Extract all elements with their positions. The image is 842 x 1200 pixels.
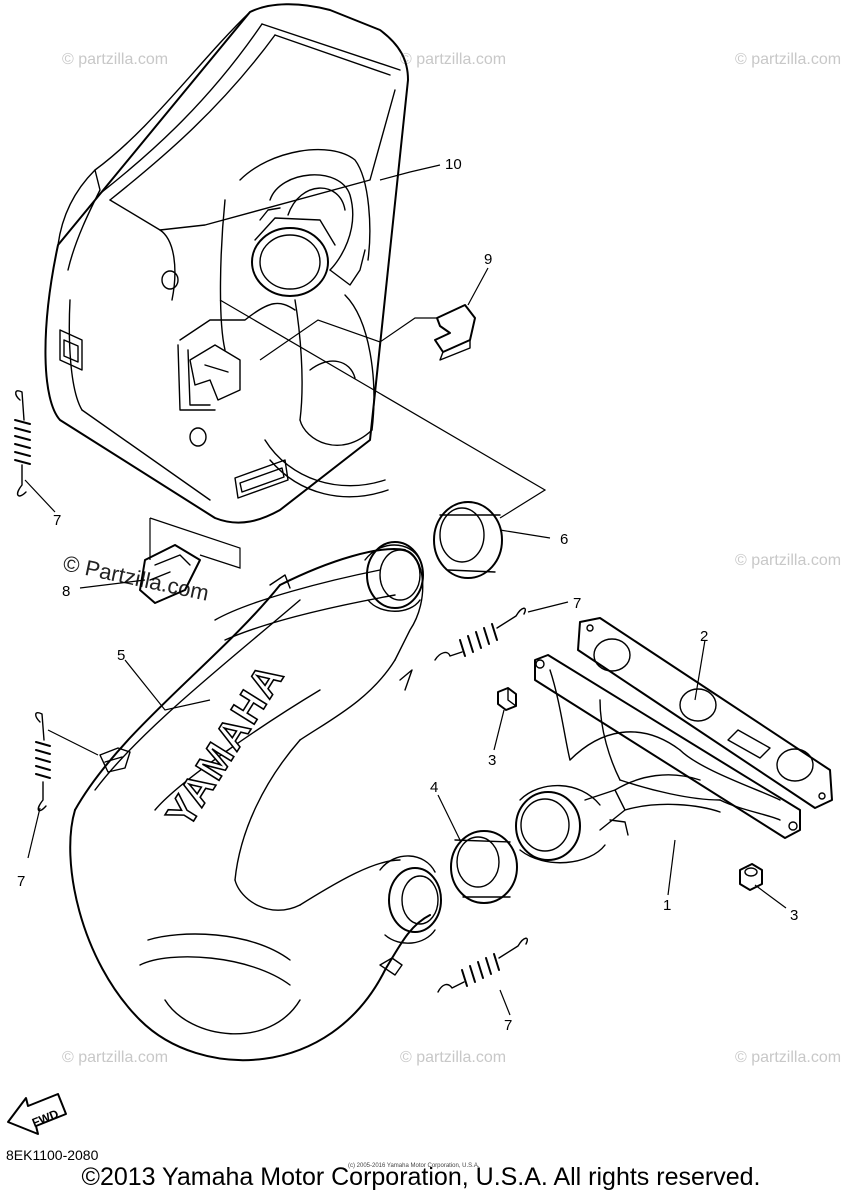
muffler-box-part-10 (44, 3, 409, 524)
gasket-ring-part-6 (433, 501, 503, 579)
callout-10: 10 (445, 156, 462, 173)
watermark-text: © partzilla.com (62, 1049, 168, 1066)
watermark-text: © partzilla.com (400, 1049, 506, 1066)
watermark-text: © partzilla.com (735, 51, 841, 68)
gasket-plate-part-2 (577, 617, 833, 809)
spring-part-7-center-top (434, 607, 526, 661)
callout-7: 7 (53, 512, 61, 529)
callout-4: 4 (430, 779, 438, 796)
gasket-ring-part-4 (450, 830, 518, 904)
muffler-body-part-5: YAMAHA (69, 541, 442, 1062)
nut-part-3-upper (497, 687, 517, 711)
callout-3: 3 (488, 752, 496, 769)
callout-1: 1 (663, 897, 671, 914)
watermark-text: © partzilla.com (735, 1049, 841, 1066)
callout-5: 5 (117, 647, 125, 664)
spring-part-7-left-mid (35, 712, 51, 812)
watermark-text: © partzilla.com (62, 51, 168, 68)
spring-part-7-center-bottom (437, 937, 528, 993)
callout-7: 7 (504, 1017, 512, 1034)
exhaust-manifold-part-1 (515, 654, 801, 864)
watermark-text: © partzilla.com (735, 552, 841, 569)
alignment-lines (149, 299, 547, 569)
fwd-label: FWD (30, 1107, 61, 1130)
nut-part-3-lower (739, 863, 763, 891)
clip-part-9 (434, 304, 476, 361)
callout-2: 2 (700, 628, 708, 645)
leader-lines (24, 164, 787, 1016)
callout-labels: 10 9 7 6 8 7 5 2 3 4 7 1 3 7 (17, 156, 798, 1034)
watermark-text: © partzilla.com (400, 51, 506, 68)
callout-7: 7 (573, 595, 581, 612)
callout-8: 8 (62, 583, 70, 600)
spring-part-7-left-top (14, 390, 31, 497)
callout-9: 9 (484, 251, 492, 268)
watermark-text-large: © Partzilla.com (61, 550, 211, 605)
copyright-text: ©2013 Yamaha Motor Corporation, U.S.A. A… (81, 1163, 761, 1191)
fwd-arrow-icon: FWD (7, 1093, 67, 1135)
muffler-brand-logo: YAMAHA (158, 656, 293, 835)
bracket-part-8 (139, 544, 201, 604)
callout-6: 6 (560, 531, 568, 548)
copyright-small-text: (c) 2005-2016 Yamaha Motor Corporation, … (348, 1163, 480, 1169)
part-code: 8EK1100-2080 (6, 1147, 99, 1163)
callout-3: 3 (790, 907, 798, 924)
callout-7: 7 (17, 873, 25, 890)
